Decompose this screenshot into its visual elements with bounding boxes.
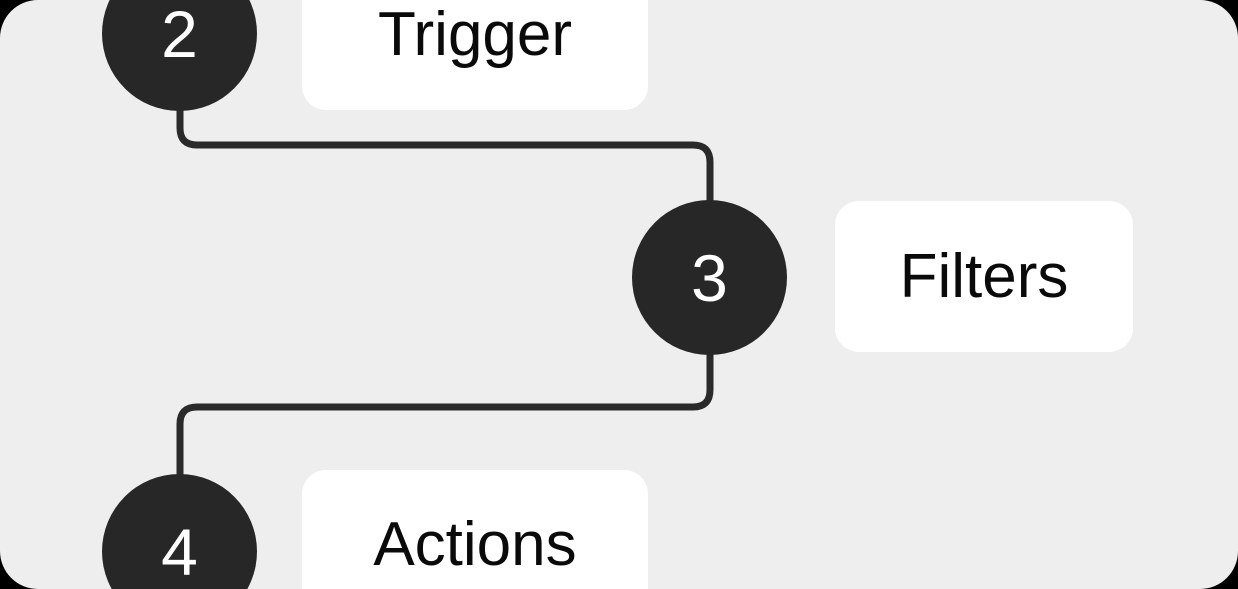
step-node-3[interactable]: 3 [632, 200, 787, 355]
step-card-filters[interactable]: Filters [835, 201, 1133, 352]
step-number-3: 3 [691, 240, 728, 315]
connector-3-to-4 [176, 340, 714, 490]
step-card-trigger[interactable]: Trigger [302, 0, 648, 110]
step-number-4: 4 [161, 514, 198, 589]
step-label-trigger: Trigger [377, 0, 573, 70]
step-label-actions: Actions [373, 510, 577, 580]
step-number-2: 2 [161, 0, 198, 71]
step-node-2[interactable]: 2 [102, 0, 257, 111]
step-card-actions[interactable]: Actions [302, 470, 648, 589]
step-node-4[interactable]: 4 [102, 474, 257, 589]
step-label-filters: Filters [899, 241, 1069, 311]
